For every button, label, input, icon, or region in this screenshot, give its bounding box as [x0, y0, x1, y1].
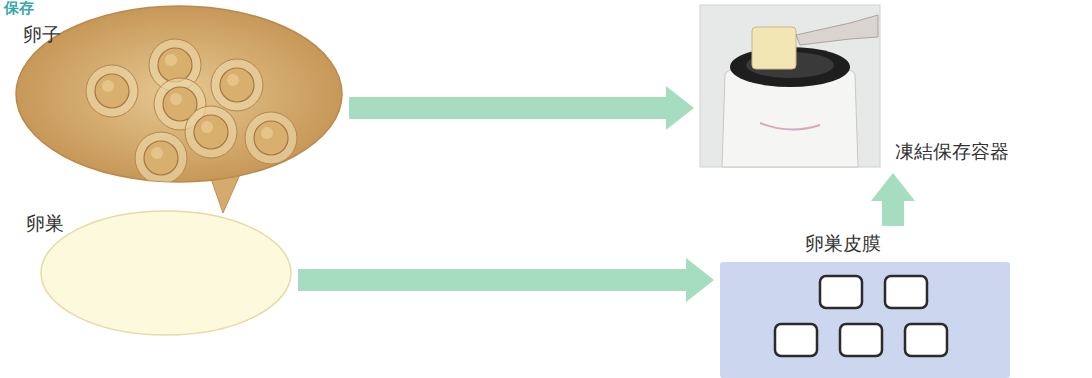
freezer-photo: 凍結保存容器 [700, 5, 880, 167]
flow-arrow [349, 86, 694, 130]
node-label: 卵子 [23, 23, 61, 46]
photo-art [700, 5, 880, 167]
ovary-art [40, 210, 292, 336]
tissue-panel: 卵巣皮膜 [720, 232, 1010, 378]
page-title: 保存 [4, 0, 34, 17]
node-label: 凍結保存容器 [895, 140, 1009, 163]
flow-arrow [871, 173, 915, 226]
flow-arrow [298, 258, 714, 302]
node-label: 卵巣皮膜 [805, 232, 881, 255]
egg-bubble: 卵子 [15, 5, 343, 183]
bubble-art [15, 5, 343, 183]
ovary-shape: 卵巣 [40, 210, 292, 336]
node-label: 卵巣 [26, 212, 64, 235]
